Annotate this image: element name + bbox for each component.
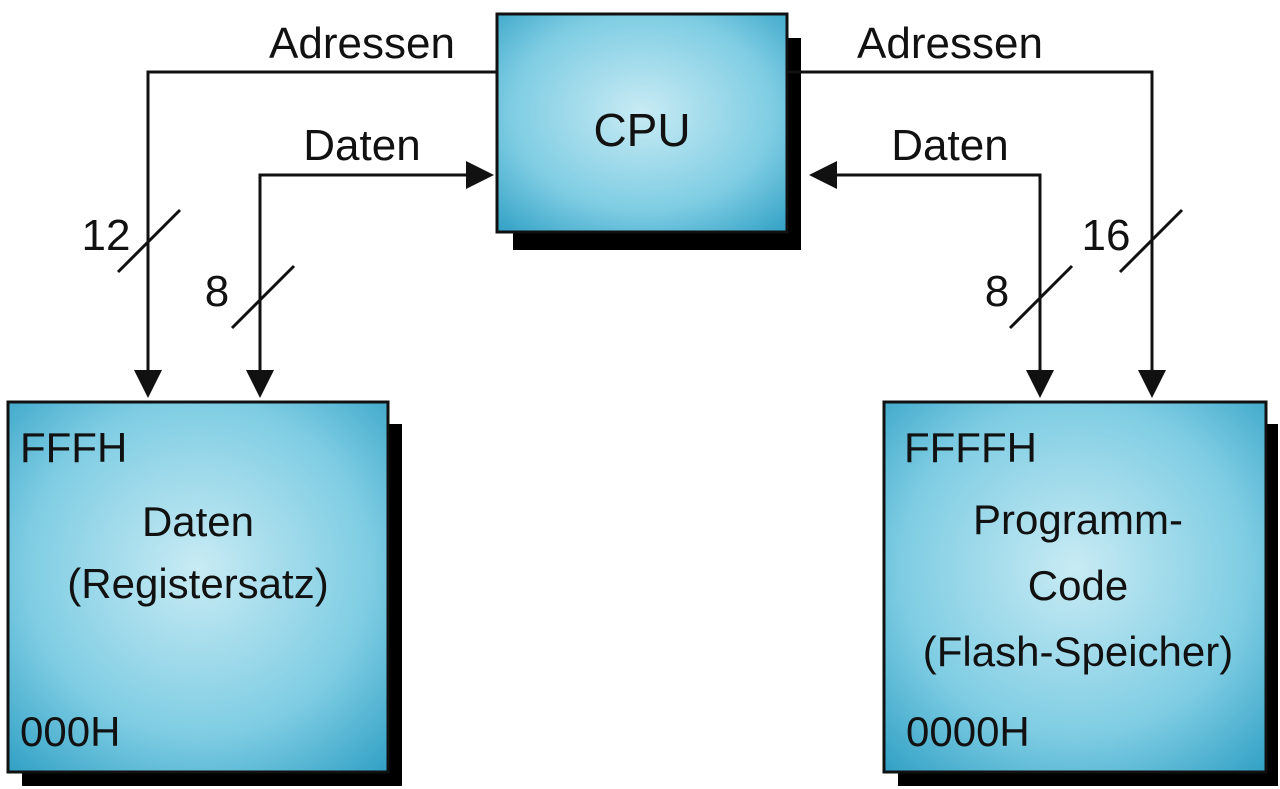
left-address-line — [146, 70, 497, 372]
left-data-arrowhead-down — [246, 370, 274, 398]
data-memory-bottom-address: 000H — [20, 708, 120, 755]
left-data-bus — [230, 161, 494, 398]
right-data-line — [834, 173, 1042, 372]
right-address-width: 16 — [1082, 211, 1131, 260]
left-address-label: Adressen — [269, 19, 455, 68]
right-data-arrowhead-down — [1026, 370, 1054, 398]
cpu-label: CPU — [593, 104, 690, 156]
data-memory-body — [6, 400, 390, 774]
right-address-label: Adressen — [857, 19, 1043, 68]
data-memory-title-line1: Daten — [142, 498, 254, 545]
left-data-label: Daten — [303, 121, 420, 170]
left-address-width-slash — [116, 208, 182, 274]
left-data-width: 8 — [205, 267, 229, 316]
left-data-width-slash — [230, 264, 296, 330]
program-memory-body — [882, 400, 1268, 774]
right-address-bus — [787, 70, 1184, 398]
right-data-bus — [809, 161, 1074, 398]
left-data-arrowhead-up — [466, 161, 494, 189]
left-address-width: 12 — [82, 211, 131, 260]
program-memory-title-line1: Programm- — [973, 496, 1183, 543]
cpu-box: CPU — [495, 12, 801, 250]
program-memory-box: FFFFH Programm- Code (Flash-Speicher) 00… — [882, 400, 1278, 786]
cpu-box-body — [495, 12, 789, 234]
right-data-label: Daten — [891, 121, 1008, 170]
program-memory-title-line2: Code — [1028, 562, 1128, 609]
left-address-bus — [116, 70, 497, 398]
left-address-arrowhead — [134, 370, 162, 398]
data-memory-top-address: FFFH — [20, 424, 127, 471]
data-memory-box: FFFH Daten (Registersatz) 000H — [6, 400, 402, 786]
program-memory-top-address: FFFFH — [904, 424, 1037, 471]
program-memory-title-line3: (Flash-Speicher) — [923, 628, 1233, 675]
right-address-width-slash — [1118, 208, 1184, 274]
right-address-arrowhead — [1138, 370, 1166, 398]
left-data-line — [258, 173, 470, 372]
data-memory-title-line2: (Registersatz) — [67, 560, 328, 607]
right-data-arrowhead-up — [809, 161, 837, 189]
program-memory-bottom-address: 0000H — [906, 708, 1030, 755]
right-data-width-slash — [1008, 264, 1074, 330]
right-data-width: 8 — [985, 267, 1009, 316]
right-address-line — [787, 70, 1154, 372]
